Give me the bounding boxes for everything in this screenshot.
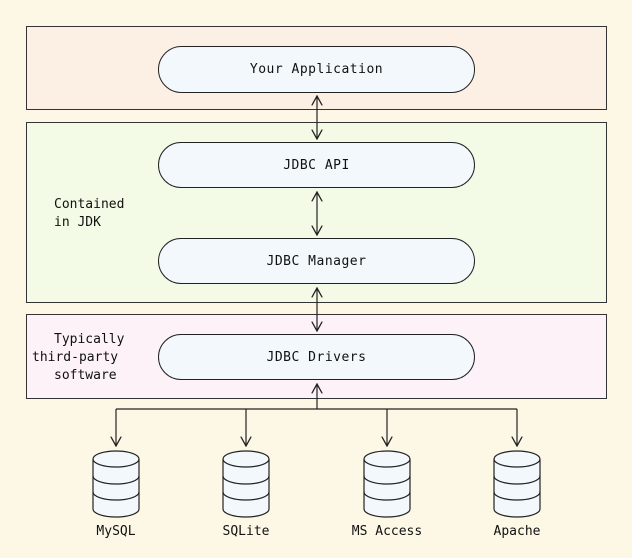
database-label-apache: Apache	[493, 524, 541, 539]
database-icon-apache	[493, 450, 541, 518]
jdbc-api-node: JDBC API	[158, 142, 475, 188]
db-icons	[92, 450, 541, 518]
database-icon-sqlite	[222, 450, 270, 518]
jdbc-manager-node: JDBC Manager	[158, 238, 475, 284]
jdbc-drivers-node: JDBC Drivers	[158, 334, 475, 380]
third-party-group-label: Typically third-party software	[32, 331, 124, 385]
database-label-mysql: MySQL	[96, 524, 136, 539]
jdk-label-line-2: in JDK	[54, 215, 101, 230]
database-icon-msaccess	[363, 450, 411, 518]
database-label-msaccess: MS Access	[351, 524, 423, 539]
jdk-label-line-1: Contained	[54, 197, 125, 212]
third-party-label-line-3: software	[54, 368, 117, 383]
database-label-sqlite: SQLite	[222, 524, 270, 539]
third-party-label-line-2: third-party	[32, 350, 119, 365]
application-node: Your Application	[158, 46, 475, 93]
jdk-group-label: Contained in JDK	[54, 196, 124, 232]
third-party-label-line-1: Typically	[54, 332, 125, 347]
database-icon-mysql	[92, 450, 140, 518]
